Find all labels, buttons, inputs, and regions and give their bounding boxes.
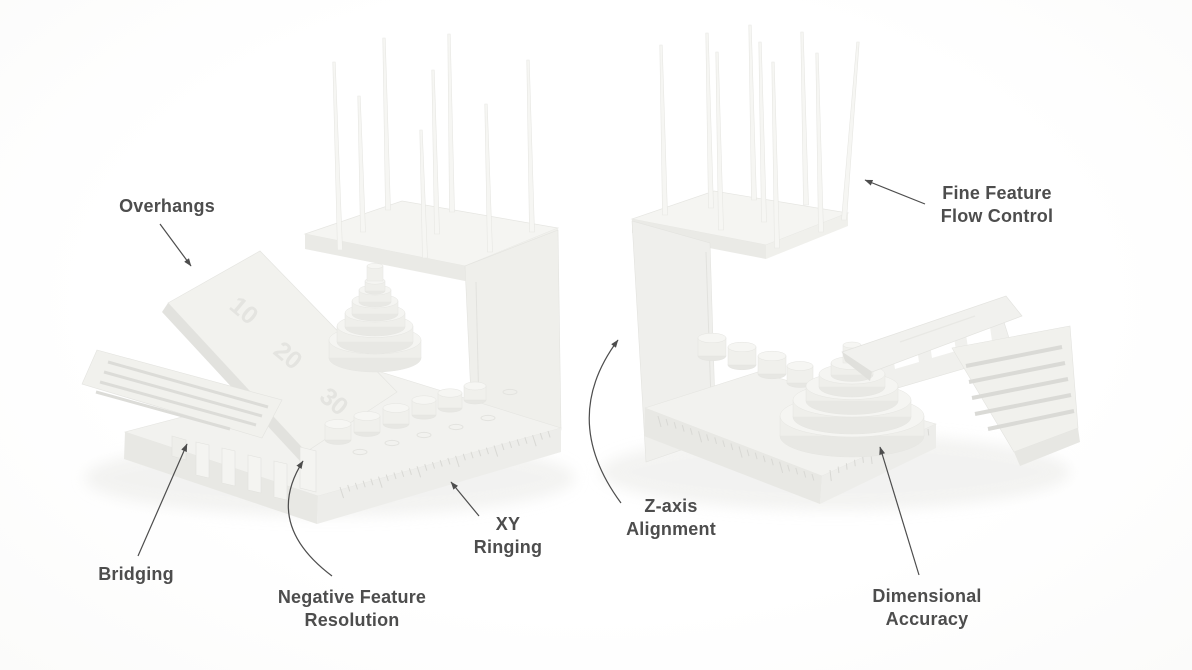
label-fine-feature-flow-control: Fine Feature Flow Control <box>917 182 1077 228</box>
arrow-xy-ringing <box>450 481 480 517</box>
right-object <box>630 24 1080 504</box>
label-dimensional-accuracy: Dimensional Accuracy <box>847 585 1007 631</box>
arrow-negative-feature-resolution <box>287 460 333 577</box>
label-xy-ringing-line2: Ringing <box>473 537 543 557</box>
label-dimensional-line1: Dimensional <box>872 586 982 606</box>
arrow-bridging <box>137 443 188 557</box>
arrow-z-axis-alignment <box>588 339 622 504</box>
label-fine-feature-line1: Fine Feature <box>942 183 1052 203</box>
cylinder-row <box>324 381 487 445</box>
left-object: 10 20 30 <box>81 33 563 524</box>
label-z-axis-line1: Z-axis <box>644 496 698 516</box>
label-bridging-text: Bridging <box>98 564 174 584</box>
arrow-dimensional-accuracy <box>879 446 920 576</box>
stepped-cone-right <box>779 341 925 458</box>
arrow-fine-feature-flow-control <box>864 179 926 205</box>
callout-arrows <box>137 179 926 577</box>
negative-feature-recesses <box>352 388 518 456</box>
label-z-axis-alignment: Z-axis Alignment <box>601 495 741 541</box>
label-negative-feature-resolution: Negative Feature Resolution <box>252 586 452 632</box>
label-negative-feature-line2: Resolution <box>304 610 400 630</box>
label-dimensional-line2: Accuracy <box>885 609 969 629</box>
label-xy-ringing-line1: XY <box>495 514 521 534</box>
ruler-ticks-left <box>339 430 551 499</box>
label-overhangs-text: Overhangs <box>119 196 215 216</box>
label-z-axis-line2: Alignment <box>626 519 716 539</box>
arrow-overhangs <box>159 223 192 267</box>
stepped-cone <box>328 263 422 373</box>
label-fine-feature-line2: Flow Control <box>940 206 1054 226</box>
pin-plate-right <box>630 190 850 259</box>
fine-feature-pins-right <box>659 24 860 249</box>
label-xy-ringing: XY Ringing <box>448 513 568 559</box>
angled-blade <box>841 295 1023 381</box>
ruler-ticks-right-a <box>657 415 815 481</box>
slotted-comb <box>951 325 1080 466</box>
label-overhangs: Overhangs <box>97 195 237 218</box>
deck-cylinder-row-right <box>697 332 814 388</box>
label-bridging: Bridging <box>66 563 206 586</box>
fine-feature-pins <box>332 33 535 259</box>
label-negative-feature-line1: Negative Feature <box>277 587 427 607</box>
